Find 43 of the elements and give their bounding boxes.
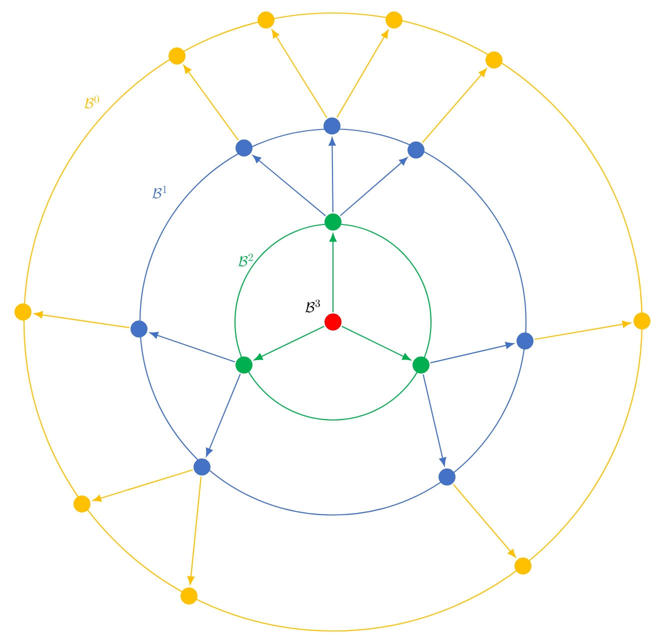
arrow <box>34 311 130 328</box>
dot <box>412 356 430 374</box>
dot <box>14 304 32 320</box>
ring-label: $\mathcal{B}^2$ <box>238 254 253 266</box>
arrow <box>336 30 389 118</box>
arrow <box>187 476 202 585</box>
arrow <box>329 233 337 312</box>
dot <box>236 140 252 156</box>
dot <box>634 312 650 330</box>
dot <box>438 468 456 486</box>
arrow <box>534 320 631 340</box>
arrow <box>422 68 487 144</box>
arrow <box>92 469 193 502</box>
arrow <box>252 155 326 216</box>
dot <box>168 48 186 64</box>
dot <box>514 558 532 574</box>
dot <box>324 214 342 230</box>
dot <box>236 356 252 374</box>
dot <box>258 12 274 28</box>
arrow <box>452 484 516 558</box>
arrow <box>430 342 514 364</box>
arrow <box>254 326 324 360</box>
arrow <box>150 332 235 362</box>
ring-label: $\mathcal{B}^3$ <box>306 300 320 312</box>
dot <box>386 12 402 28</box>
arrow <box>422 374 446 466</box>
dot <box>408 142 424 158</box>
arrow <box>328 137 336 212</box>
dot <box>516 332 534 350</box>
arrow <box>272 30 328 118</box>
dot <box>324 118 340 134</box>
arrow <box>206 374 241 457</box>
ring-label: $\mathcal{B}^0$ <box>84 96 99 108</box>
arrow <box>183 65 239 140</box>
dot <box>74 496 90 512</box>
dot <box>324 314 342 330</box>
dot <box>194 458 210 476</box>
dot <box>130 320 148 338</box>
dot <box>180 588 198 604</box>
arrow <box>340 157 408 216</box>
arrow <box>341 326 411 360</box>
dot <box>486 52 502 68</box>
ring-label: $\mathcal{B}^1$ <box>152 186 167 198</box>
